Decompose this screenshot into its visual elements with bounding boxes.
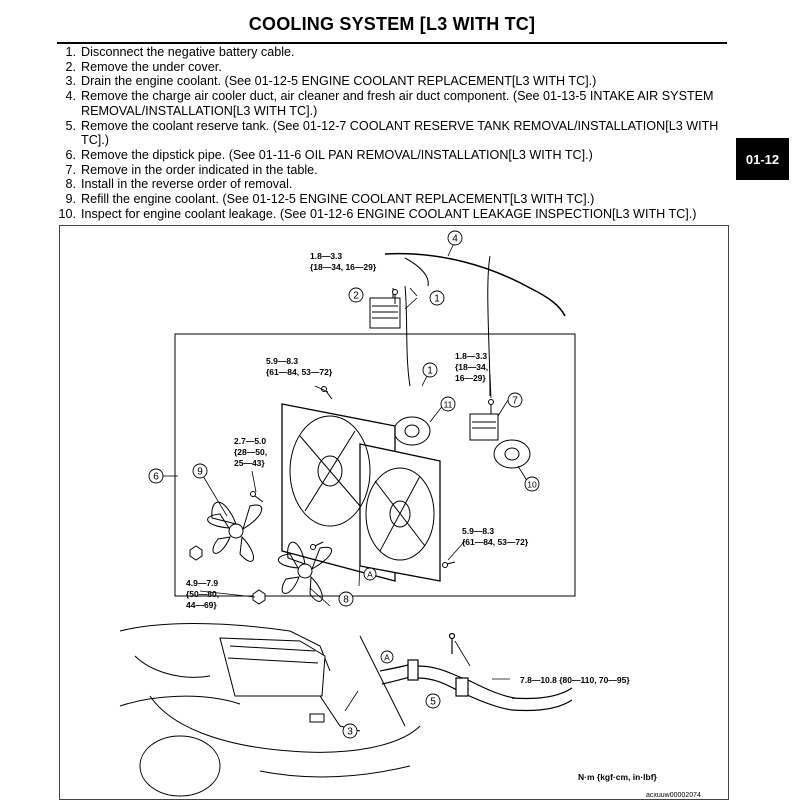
procedure-steps: 1. Disconnect the negative battery cable.… [58, 45, 733, 221]
page-title: COOLING SYSTEM [L3 WITH TC] [248, 14, 536, 34]
section-tab: 01-12 [736, 138, 789, 180]
step-item: 6. Remove the dipstick pipe. (See 01-11-6… [58, 148, 733, 163]
step-item: 9. Refill the engine coolant. (See 01-12-… [58, 192, 733, 207]
step-item: 7. Remove in the order indicated in the t… [58, 163, 733, 178]
step-number: 7. [65, 162, 76, 177]
step-text: Remove the coolant reserve tank. (See 01… [81, 118, 719, 148]
torque-spec: 44—69} [186, 600, 217, 610]
fan-blade-left [207, 501, 262, 562]
callout-circle [363, 567, 377, 581]
step-item: 3. Drain the engine coolant. (See 01-12-5… [58, 74, 733, 89]
step-text: Refill the engine coolant. (See 01-12-5 … [81, 192, 595, 207]
torque-spec: 7.8—10.8 {80—110, 70—95} [520, 675, 630, 685]
step-number: 5. [65, 118, 76, 133]
step-number: 6. [65, 147, 76, 162]
torque-spec: 1.8—3.3 [455, 351, 487, 361]
torque-spec: {50—80, [186, 589, 219, 599]
step-item: 4. Remove the charge air cooler duct, air… [58, 89, 733, 118]
torque-spec: {18—34, 16—29} [310, 262, 377, 272]
callout-1: 1 [434, 294, 440, 305]
callout-circle [447, 230, 463, 246]
torque-spec: 5.9—8.3 [266, 356, 298, 366]
reference-a: A [367, 570, 373, 580]
torque-spec: 2.7—5.0 [234, 436, 266, 446]
reference-a: A [384, 653, 390, 663]
callout-circle [192, 463, 208, 479]
torque-spec: 1.8—3.3 [310, 251, 342, 261]
callout-4: 4 [452, 234, 458, 245]
step-text: Drain the engine coolant. (See 01-12-5 E… [81, 74, 597, 89]
torque-spec: 4.9—7.9 [186, 578, 218, 588]
shroud-ring-right [365, 467, 435, 561]
callout-circle [148, 468, 164, 484]
step-text: Remove in the order indicated in the tab… [81, 162, 318, 177]
figure-id: acxuuw00002074 [646, 792, 701, 799]
hose-detail [379, 632, 573, 712]
diagram-drawing [119, 230, 576, 797]
callout-circle [348, 287, 364, 303]
callout-circle [338, 591, 354, 607]
callout-circle [440, 396, 456, 412]
shroud-ring-left [289, 415, 371, 527]
step-text: Disconnect the negative battery cable. [81, 45, 295, 59]
callout-8: 8 [343, 595, 349, 606]
harness-line [384, 252, 566, 317]
callout-6: 6 [153, 472, 159, 483]
torque-spec: {61—84, 53—72} [266, 367, 333, 377]
step-number: 1. [65, 45, 76, 59]
step-number: 4. [65, 89, 76, 104]
callout-circle [342, 723, 358, 739]
step-text: Remove the under cover. [81, 59, 222, 74]
step-number: 9. [65, 192, 76, 207]
step-item: 5. Remove the coolant reserve tank. (See … [58, 119, 733, 148]
title-bar: COOLING SYSTEM [L3 WITH TC] [57, 10, 727, 44]
torque-spec: {28—50, [234, 447, 267, 457]
callout-circle [429, 290, 445, 306]
step-number: 2. [65, 59, 76, 74]
harness-branch [404, 257, 429, 287]
callout-7: 7 [512, 396, 518, 407]
step-item: 2. Remove the under cover. [58, 60, 733, 75]
assembly-frame [174, 333, 576, 597]
exploded-diagram: 4 1 2 1 11 7 10 9 6 8 3 5 A A 1.8—3.3 {1… [59, 225, 729, 800]
step-number: 3. [65, 74, 76, 89]
step-number: 10. [58, 206, 76, 221]
resistor-module-right [469, 413, 499, 441]
step-text: Install in the reverse order of removal. [81, 177, 293, 192]
fan-blade-right [278, 541, 332, 602]
torque-spec: {18—34, [455, 362, 488, 372]
diagram-labels: 4 1 2 1 11 7 10 9 6 8 3 5 A A 1.8—3.3 {1… [153, 234, 701, 800]
unit-note: N·m {kgf·cm, in·lbf} [578, 772, 658, 782]
callout-1: 1 [427, 366, 433, 377]
torque-spec: 5.9—8.3 [462, 526, 494, 536]
callout-circle [507, 392, 523, 408]
callout-11: 11 [444, 400, 453, 410]
fan-motor-right [493, 439, 531, 469]
callout-circle [422, 362, 438, 378]
callout-5: 5 [430, 697, 436, 708]
torque-spec: {61—84, 53—72} [462, 537, 529, 547]
callout-circle [425, 693, 441, 709]
callout-2: 2 [353, 291, 359, 302]
step-item: 8. Install in the reverse order of remova… [58, 177, 733, 192]
callout-9: 9 [197, 467, 203, 478]
resistor-module-top [369, 297, 401, 329]
callout-10: 10 [527, 480, 537, 490]
torque-spec: 16—29} [455, 373, 486, 383]
step-text: Remove the dipstick pipe. (See 01-11-6 O… [81, 147, 593, 162]
harness-drop-2 [404, 285, 411, 387]
callout-circle [380, 650, 394, 664]
step-number: 8. [65, 177, 76, 192]
engine-bay-sketch [119, 623, 421, 797]
step-text: Inspect for engine coolant leakage. (See… [81, 206, 697, 221]
torque-spec: 25—43} [234, 458, 265, 468]
callout-3: 3 [347, 727, 353, 738]
step-item: 1. Disconnect the negative battery cable. [58, 45, 733, 60]
callout-circle [524, 476, 540, 492]
step-item: 10. Inspect for engine coolant leakage. (… [58, 207, 733, 222]
step-text: Remove the charge air cooler duct, air c… [81, 89, 714, 118]
